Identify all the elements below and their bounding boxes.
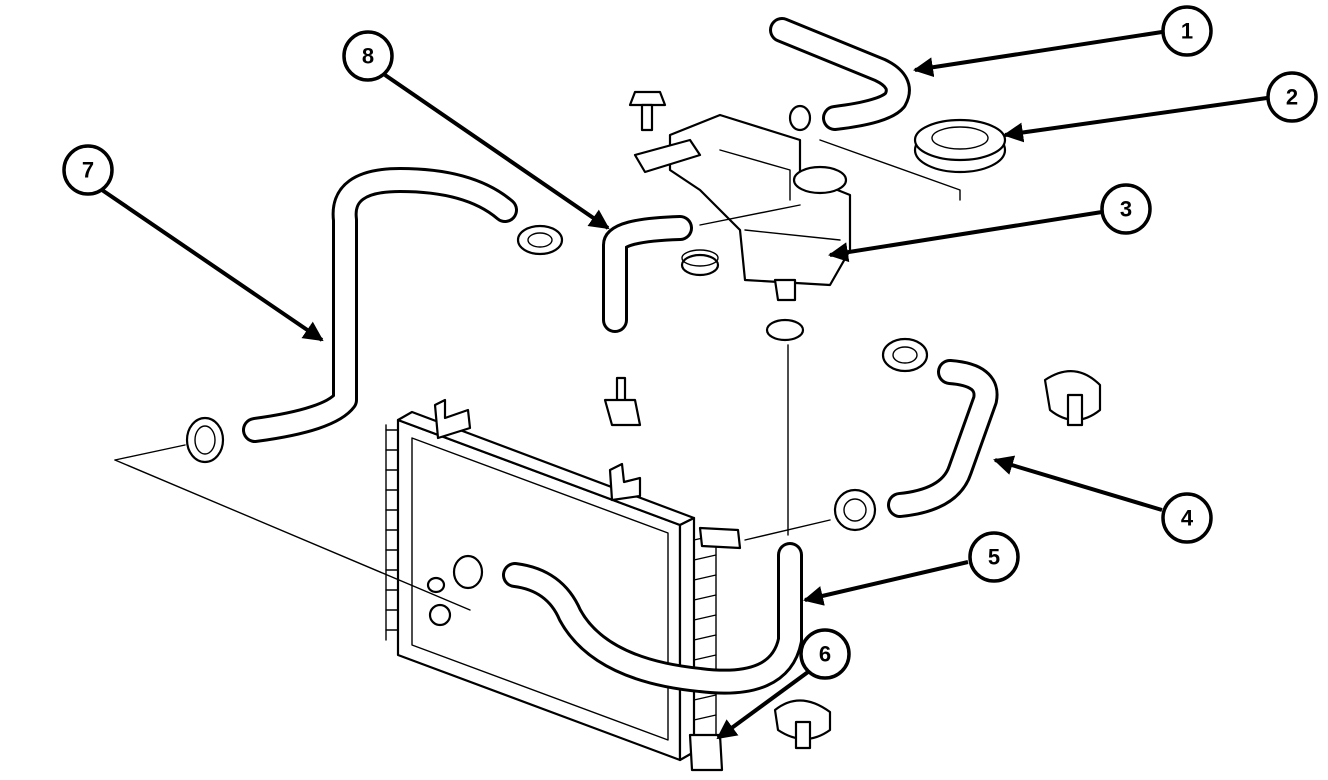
hose-clamp (185, 416, 225, 464)
callout-2: 2 (1266, 71, 1318, 123)
callout-leader-3 (828, 210, 1103, 263)
hose-clamp (516, 224, 564, 256)
callout-leader-2 (1003, 96, 1268, 143)
callout-leader-5 (803, 560, 969, 606)
upper-radiator-hose (242, 167, 518, 443)
mounting-bolt (628, 90, 667, 132)
lower-radiator-hose (887, 359, 999, 518)
callout-8-number: 8 (362, 44, 374, 69)
overflow-hose (769, 17, 911, 131)
grommet (680, 249, 720, 277)
callout-leader-8 (383, 73, 610, 230)
callout-3-number: 3 (1120, 197, 1132, 222)
callout-leader-1 (913, 30, 1163, 78)
callout-1-number: 1 (1181, 19, 1193, 44)
pressure-cap (819, 118, 1007, 201)
callout-leader-4 (993, 455, 1163, 512)
callout-4: 4 (1161, 492, 1213, 544)
hose-clamp (452, 554, 484, 590)
hose-clamp (788, 104, 812, 132)
callout-8: 8 (342, 30, 394, 82)
hose-clamp (1043, 370, 1102, 427)
callout-5-number: 5 (988, 545, 1000, 570)
callout-leader-6 (716, 670, 810, 740)
callout-7: 7 (62, 144, 114, 196)
reservoir-hose (602, 204, 801, 333)
hose-clamp (773, 699, 832, 750)
callout-3: 3 (1100, 183, 1152, 235)
heater-return-hose (502, 344, 831, 695)
callout-7-number: 7 (82, 158, 94, 183)
callout-6: 6 (799, 628, 851, 680)
callout-4-number: 4 (1181, 506, 1194, 531)
hose-clamp (765, 318, 805, 342)
coolant-reservoir (633, 113, 852, 302)
callout-leader-7 (100, 188, 324, 342)
coolant-sensor (603, 376, 642, 427)
callout-2-number: 2 (1286, 85, 1298, 110)
hose-clamp (881, 337, 929, 373)
callout-5: 5 (968, 531, 1020, 583)
hose-clamp (833, 488, 877, 532)
callout-1: 1 (1161, 5, 1213, 57)
callout-6-number: 6 (819, 642, 831, 667)
